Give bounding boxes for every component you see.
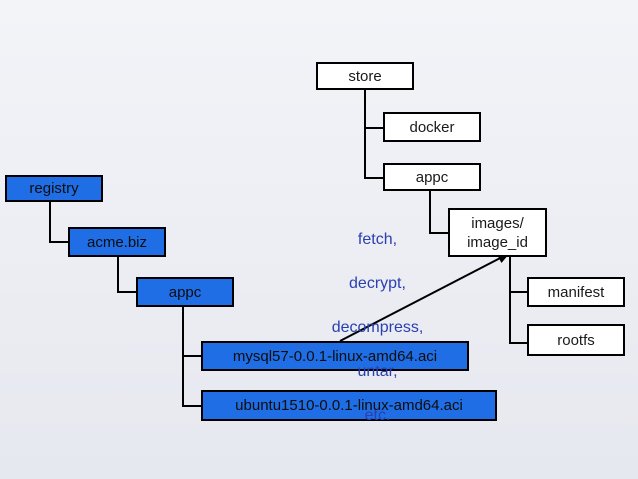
appc-registry-label: appc bbox=[168, 283, 202, 301]
ubuntu-aci-box: ubuntu1510-0.0.1-linux-amd64.aci bbox=[201, 390, 497, 421]
store-label: store bbox=[348, 67, 382, 85]
appc-store-box: appc bbox=[383, 163, 481, 191]
annotation-line-2: decrypt, bbox=[349, 275, 406, 292]
annotation-line-1: fetch, bbox=[357, 231, 398, 248]
connector-store-appc bbox=[364, 128, 383, 179]
fetch-annotation: fetch, decrypt, decompress, untar, etc. bbox=[315, 207, 440, 449]
rootfs-box: rootfs bbox=[527, 324, 625, 356]
annotation-line-4: untar, bbox=[357, 363, 398, 380]
acme-label: acme.biz bbox=[86, 233, 148, 251]
connector-appc-mysql bbox=[182, 307, 201, 357]
annotation-line-3: decompress, bbox=[331, 319, 424, 336]
connector-images-manifest bbox=[509, 257, 527, 293]
connector-appc-images bbox=[429, 191, 448, 234]
manifest-box: manifest bbox=[527, 277, 625, 307]
images-box: images/ image_id bbox=[448, 208, 547, 257]
connector-appc-ubuntu bbox=[182, 356, 201, 407]
registry-box: registry bbox=[5, 175, 103, 202]
appc-registry-box: appc bbox=[136, 277, 234, 307]
acme-box: acme.biz bbox=[68, 227, 166, 257]
annotation-line-5: etc. bbox=[364, 407, 391, 424]
images-label-line2: image_id bbox=[467, 233, 528, 251]
rootfs-label: rootfs bbox=[557, 331, 595, 349]
fetch-arrow bbox=[339, 253, 510, 342]
ubuntu-aci-label: ubuntu1510-0.0.1-linux-amd64.aci bbox=[235, 397, 463, 414]
connector-acme-appc bbox=[117, 257, 136, 293]
connector-images-rootfs bbox=[509, 292, 527, 344]
registry-label: registry bbox=[29, 180, 79, 197]
docker-label: docker bbox=[409, 118, 455, 136]
mysql-aci-box: mysql57-0.0.1-linux-amd64.aci bbox=[201, 341, 469, 371]
mysql-aci-label: mysql57-0.0.1-linux-amd64.aci bbox=[232, 347, 438, 365]
manifest-label: manifest bbox=[547, 283, 605, 301]
connector-registry-acme bbox=[49, 202, 68, 243]
connector-store-docker bbox=[364, 90, 383, 129]
store-box: store bbox=[316, 62, 414, 90]
images-label-line1: images/ bbox=[471, 214, 524, 232]
docker-box: docker bbox=[383, 112, 481, 142]
appc-store-label: appc bbox=[415, 168, 449, 186]
